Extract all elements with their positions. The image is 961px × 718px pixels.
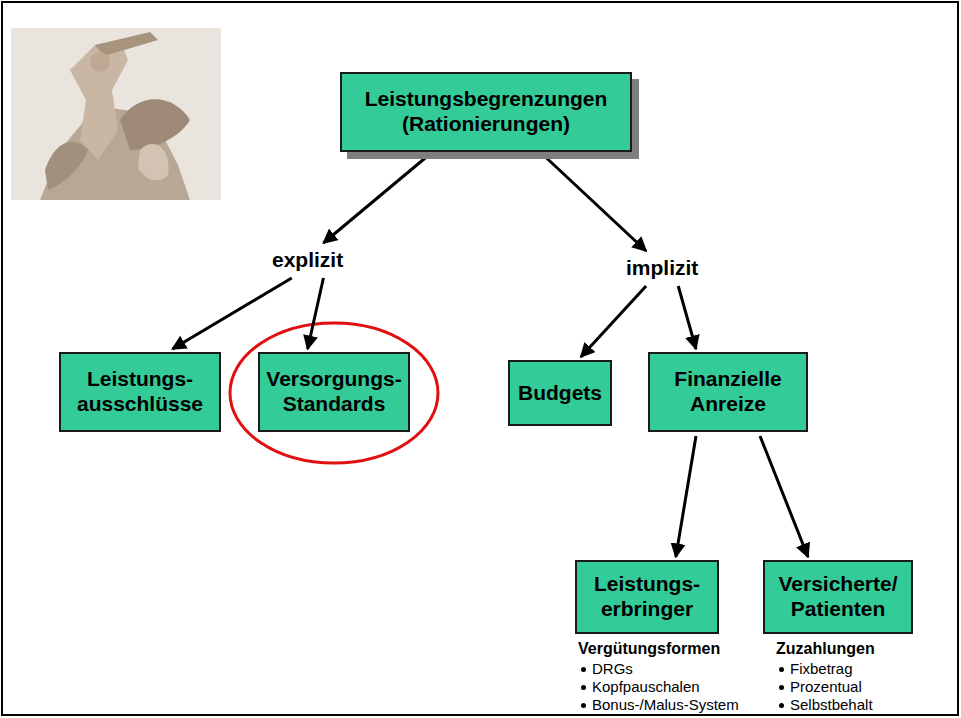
branch-arrow	[172, 278, 291, 349]
branch-arrow	[676, 436, 696, 557]
list-heading: Zuzahlungen	[776, 640, 875, 657]
statue-figure	[45, 142, 88, 190]
branch-arrow	[678, 286, 696, 349]
list-item: Prozentual	[790, 678, 862, 695]
list-heading: Vergütungsformen	[578, 640, 720, 657]
list-item: Bonus-/Malus-System	[592, 696, 739, 713]
list-bullet	[581, 685, 586, 690]
statue-arm	[95, 32, 158, 56]
node-text: Leistungs- erbringer	[585, 572, 709, 622]
branch-arrow	[760, 436, 808, 557]
list-bullet	[581, 703, 586, 708]
node-text: implizit	[626, 256, 698, 280]
list-bullet	[779, 703, 784, 708]
branch-arrow	[308, 278, 324, 349]
list-item: Selbstbehalt	[790, 696, 873, 713]
statue-head	[90, 52, 110, 72]
branch-arrow	[581, 286, 646, 357]
node-text: Budgets	[518, 381, 602, 406]
node-text: Versicherte/ Patienten	[773, 572, 903, 622]
list-bullet	[779, 685, 784, 690]
category-box: Budgets	[508, 360, 612, 426]
branch-arrow	[323, 156, 427, 243]
node-text: Versorgungs- Standards	[266, 367, 401, 417]
list-item: Kopfpauschalen	[592, 678, 700, 695]
statue-photo	[11, 28, 221, 200]
category-box: Leistungsbegrenzungen (Rationierungen)	[340, 72, 632, 152]
statue-wing	[120, 99, 190, 150]
highlight-ellipse	[230, 323, 438, 463]
node-text: explizit	[272, 248, 343, 272]
category-box: Versorgungs- Standards	[258, 352, 410, 432]
list-item: DRGs	[592, 660, 633, 677]
photo-ground	[11, 28, 221, 200]
category-box: Leistungs- erbringer	[575, 560, 719, 634]
list-bullet	[581, 667, 586, 672]
category-box: Finanzielle Anreize	[648, 352, 808, 432]
branch-label: explizit	[268, 246, 347, 274]
category-box: Versicherte/ Patienten	[763, 560, 913, 634]
branch-label: implizit	[622, 254, 702, 282]
statue-figure	[70, 40, 128, 160]
node-text: Finanzielle Anreize	[658, 367, 798, 417]
branch-arrow	[544, 156, 646, 251]
node-text: Leistungs- ausschlüsse	[69, 367, 211, 417]
list-item: Fixbetrag	[790, 660, 853, 677]
statue-figure	[138, 144, 169, 180]
category-box: Leistungs- ausschlüsse	[59, 352, 221, 432]
node-text: Leistungsbegrenzungen (Rationierungen)	[350, 87, 622, 137]
list-bullet	[779, 667, 784, 672]
